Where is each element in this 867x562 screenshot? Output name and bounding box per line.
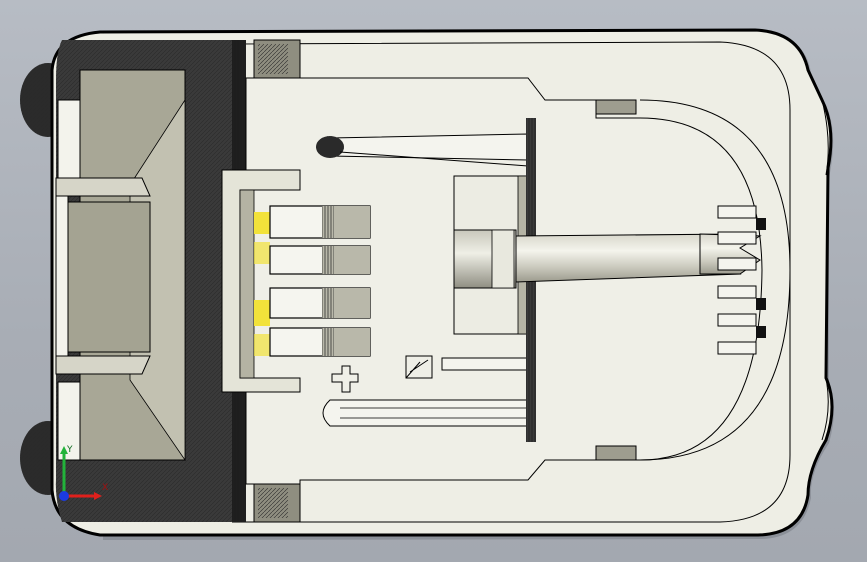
upper-latch-slot[interactable] — [329, 133, 529, 161]
comb-tooth-5 — [717, 313, 757, 327]
comb-tooth-6 — [717, 341, 757, 355]
panel-notch-bottom — [595, 445, 637, 461]
panel-notch-top — [595, 99, 637, 115]
terminal-bracket-inner — [239, 189, 255, 379]
terminal-slot-1-texture — [322, 206, 334, 238]
z-axis-dot — [59, 491, 69, 501]
y-axis-arrow — [60, 446, 68, 454]
left-band-lower — [55, 355, 151, 375]
left-slot-bar-middle — [55, 187, 69, 359]
left-center-recess — [67, 201, 151, 353]
small-horizontal-slot — [441, 357, 529, 371]
terminal-slot-4-texture — [322, 328, 334, 356]
rail-block-bottom-hatch — [258, 488, 288, 518]
left-band-upper — [55, 177, 151, 197]
y-axis-label: Y — [66, 445, 73, 455]
coordinate-triad: Y X — [52, 438, 112, 508]
left-slot-bar-top — [57, 99, 81, 179]
right-comb-teeth — [717, 205, 766, 355]
comb-tooth-1 — [717, 205, 757, 219]
triad-graphic: Y X — [59, 445, 108, 501]
inner-arc-outline — [639, 99, 791, 461]
right-edge-notch-top — [821, 99, 829, 176]
contact-yellow-1 — [254, 212, 270, 234]
comb-gap-1 — [756, 218, 766, 230]
lower-latch-slot[interactable] — [322, 399, 529, 427]
plunger-head-face — [491, 229, 515, 289]
comb-gap-3 — [756, 326, 766, 338]
upper-latch-slot-end-texture — [316, 136, 344, 158]
comb-tooth-2 — [717, 231, 757, 245]
right-edge-notch-bottom — [821, 377, 829, 441]
lower-latch-slot-lines — [340, 407, 528, 419]
plus-polarity-symbol — [331, 365, 359, 393]
minus-polarity-symbol — [405, 355, 433, 379]
terminal-slot-3-texture — [322, 288, 334, 318]
contact-yellow-3 — [254, 300, 270, 326]
upper-latch-slot-line — [339, 151, 529, 167]
contact-yellow-4 — [254, 334, 270, 356]
contact-yellow-2 — [254, 242, 270, 264]
left-slot-bar-bottom — [57, 381, 81, 461]
comb-tooth-3 — [717, 257, 757, 271]
x-axis-label: X — [102, 483, 108, 493]
comb-gap-2 — [756, 298, 766, 310]
x-axis-arrow — [94, 492, 102, 500]
rail-block-top-hatch — [258, 44, 288, 74]
comb-tooth-4 — [717, 285, 757, 299]
terminal-slot-2-texture — [322, 246, 334, 274]
terminal-slots — [269, 205, 371, 357]
